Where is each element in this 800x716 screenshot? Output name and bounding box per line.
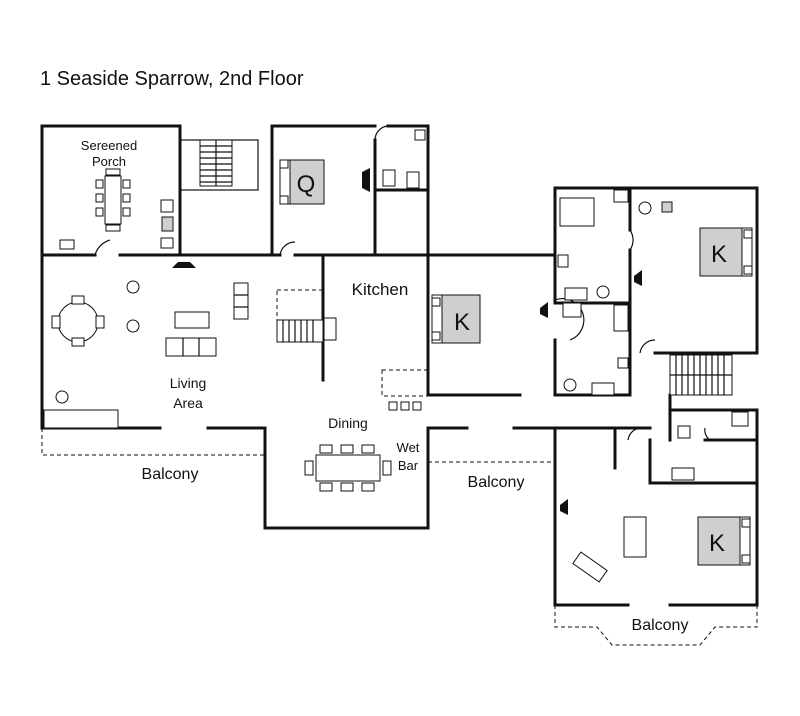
queen-bed-label: Q bbox=[297, 171, 316, 198]
shower-icon bbox=[613, 189, 629, 203]
living-area-label-line1: Living bbox=[170, 375, 207, 391]
stairs-right bbox=[669, 354, 733, 396]
dining-label: Dining bbox=[328, 415, 368, 431]
tv-icon bbox=[540, 302, 548, 318]
dresser bbox=[623, 516, 647, 558]
porch-chair bbox=[160, 237, 174, 249]
porch-side-table bbox=[161, 216, 174, 232]
toilet-icon bbox=[596, 285, 610, 299]
shower-icon bbox=[562, 302, 582, 318]
media-console bbox=[43, 409, 119, 429]
porch-chair bbox=[160, 199, 174, 213]
sofa-vertical bbox=[233, 282, 249, 320]
balcony-left-label: Balcony bbox=[142, 466, 199, 483]
screened-porch-label-line1: Sereened bbox=[81, 138, 137, 153]
vanity-icon bbox=[564, 287, 588, 301]
shower-drain-icon bbox=[731, 411, 749, 427]
kitchen-island bbox=[276, 289, 324, 321]
porch-chair bbox=[59, 239, 75, 250]
shower-drain-icon bbox=[617, 357, 629, 369]
shower-drain-icon bbox=[414, 129, 426, 141]
kitchen-label: Kitchen bbox=[352, 280, 409, 299]
bathtub-icon bbox=[559, 197, 595, 227]
doors bbox=[94, 125, 711, 441]
wet-bar-label-line2: Bar bbox=[398, 458, 419, 473]
dining-table bbox=[304, 444, 392, 492]
toilet-icon bbox=[382, 169, 396, 187]
wet-bar-label-line1: Wet bbox=[397, 440, 420, 455]
screened-porch-label-line2: Porch bbox=[92, 154, 126, 169]
balconies bbox=[41, 428, 758, 646]
bar-stool bbox=[388, 401, 398, 411]
tv-icon bbox=[634, 270, 642, 286]
tv-icon bbox=[560, 499, 568, 515]
side-table bbox=[661, 201, 673, 213]
breakfast-bar bbox=[381, 369, 429, 397]
stairs-top bbox=[199, 139, 233, 187]
stove-icon bbox=[323, 317, 337, 341]
sink-icon bbox=[557, 254, 569, 268]
page-title: 1 Seaside Sparrow, 2nd Floor bbox=[40, 68, 304, 90]
armchair-icon bbox=[55, 390, 69, 404]
king-bed-center-label: K bbox=[454, 309, 470, 336]
tv-icon bbox=[362, 168, 370, 192]
chaise-lounge bbox=[572, 551, 608, 583]
vanity-icon bbox=[591, 382, 615, 396]
bar-stool bbox=[400, 401, 410, 411]
kitchen-counter-stools bbox=[276, 319, 324, 343]
king-bed-center: K bbox=[431, 294, 481, 344]
bar-stool bbox=[412, 401, 422, 411]
armchair-icon bbox=[126, 319, 140, 333]
coffee-table bbox=[174, 311, 210, 329]
armchair-icon bbox=[126, 280, 140, 294]
armchair-icon bbox=[638, 201, 652, 215]
fireplace-icon bbox=[172, 262, 196, 268]
sofa bbox=[165, 337, 217, 357]
king-bed-bottom-right-label: K bbox=[709, 530, 725, 557]
shower-icon bbox=[613, 304, 629, 332]
queen-bed: Q bbox=[279, 159, 325, 205]
vanity-icon bbox=[671, 467, 695, 481]
sink-icon bbox=[406, 171, 420, 189]
balcony-right-label: Balcony bbox=[632, 617, 689, 634]
toilet-icon bbox=[563, 378, 577, 392]
porch-dining-table bbox=[95, 168, 131, 232]
king-bed-top-right: K bbox=[699, 227, 753, 277]
walls bbox=[40, 124, 759, 607]
king-bed-bottom-right: K bbox=[697, 516, 751, 566]
round-table bbox=[51, 295, 105, 347]
toilet-icon bbox=[677, 425, 691, 439]
balcony-center-label: Balcony bbox=[468, 474, 525, 491]
king-bed-top-right-label: K bbox=[711, 241, 727, 268]
living-area-label-line2: Area bbox=[173, 395, 203, 411]
